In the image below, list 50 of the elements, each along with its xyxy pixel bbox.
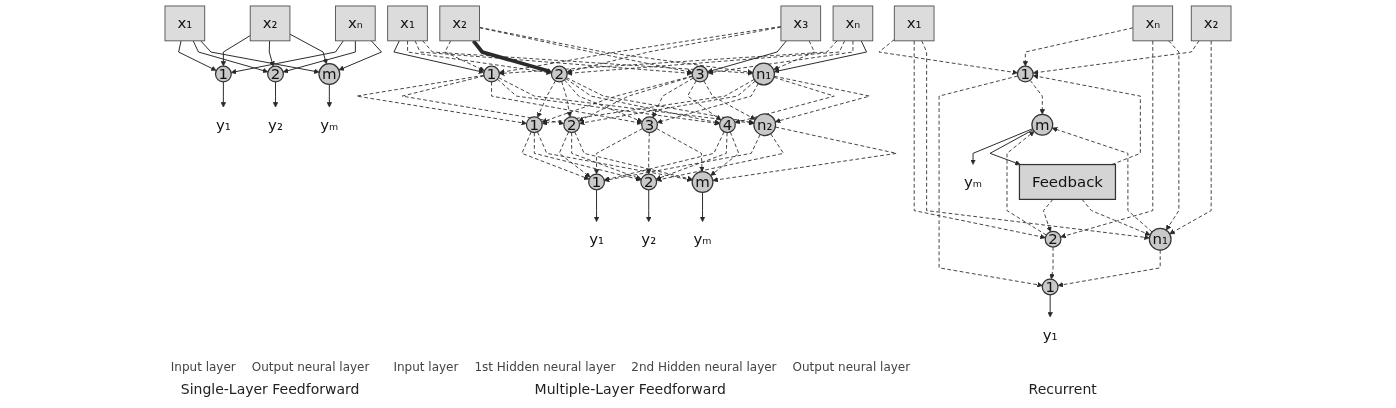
node-box: x₁ bbox=[387, 5, 428, 42]
node-text: y₂ bbox=[641, 230, 657, 248]
node-box: x₁ bbox=[164, 5, 206, 42]
node-text: yₘ bbox=[963, 173, 983, 191]
node-circle: n₁ bbox=[752, 62, 776, 86]
arrow bbox=[471, 39, 552, 74]
node-box: xₙ bbox=[335, 5, 376, 42]
node-box: xₙ bbox=[1132, 5, 1174, 42]
node-box: x₂ bbox=[249, 5, 291, 42]
layer-label: 1st Hidden neural layer bbox=[474, 360, 616, 374]
node-box: xₙ bbox=[832, 5, 874, 42]
node-text: yₘ bbox=[693, 230, 712, 248]
node-text: y₁ bbox=[215, 116, 231, 134]
node-text: y₂ bbox=[268, 116, 283, 134]
node-box: x₂ bbox=[439, 5, 480, 42]
panel-caption: Recurrent bbox=[1028, 381, 1097, 397]
node-circle: 3 bbox=[641, 116, 659, 134]
node-circle: 1 bbox=[483, 65, 501, 83]
node-box: x₁ bbox=[893, 5, 935, 42]
node-circle: 1 bbox=[525, 116, 543, 134]
panel-caption: Single-Layer Feedforward bbox=[180, 381, 360, 397]
node-circle: 2 bbox=[267, 65, 284, 83]
layer-label: Input layer bbox=[170, 360, 236, 374]
node-circle: m bbox=[318, 63, 341, 86]
node-circle: 2 bbox=[1044, 230, 1062, 248]
layer-label: Input layer bbox=[393, 360, 459, 374]
node-circle: 4 bbox=[718, 116, 736, 134]
node-circle: m bbox=[691, 170, 714, 193]
node-box: x₃ bbox=[780, 5, 822, 42]
layer-label: Output neural layer bbox=[251, 360, 370, 374]
layer-label: 2nd Hidden neural layer bbox=[631, 360, 777, 374]
node-text: y₁ bbox=[1042, 325, 1058, 344]
node-circle: 1 bbox=[214, 65, 232, 83]
node-circle: 1 bbox=[1016, 65, 1034, 83]
node-circle: 2 bbox=[550, 65, 568, 83]
layer-label: Output neural layer bbox=[792, 360, 911, 374]
node-text: yₘ bbox=[320, 116, 339, 134]
node-box: x₂ bbox=[1190, 5, 1232, 42]
node-circle: n₁ bbox=[1148, 227, 1172, 251]
node-circle: m bbox=[1031, 113, 1054, 136]
node-circle: 1 bbox=[1041, 278, 1059, 296]
node-circle: 2 bbox=[563, 116, 581, 134]
node-circle: 2 bbox=[640, 173, 658, 191]
panel-caption: Multiple-Layer Feedforward bbox=[534, 381, 726, 397]
node-circle: 1 bbox=[588, 173, 606, 191]
node-text: y₁ bbox=[589, 230, 604, 248]
node-circle: n₂ bbox=[753, 113, 777, 137]
arrow bbox=[268, 40, 275, 67]
node-box: Feedback bbox=[1018, 163, 1117, 200]
node-circle: 3 bbox=[691, 65, 709, 83]
